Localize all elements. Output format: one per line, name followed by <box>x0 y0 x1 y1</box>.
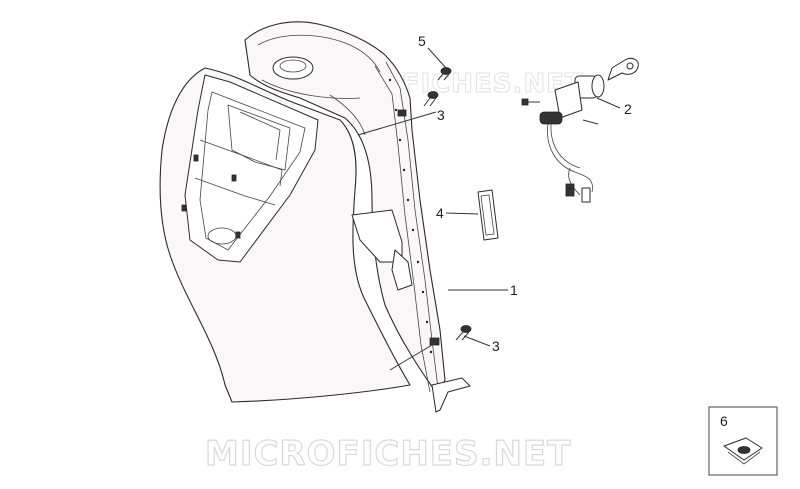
callout-3-upper: 3 <box>437 107 445 123</box>
screw-part-3-upper <box>423 91 439 107</box>
inset-part-6: 6 <box>708 406 778 476</box>
callout-5: 5 <box>418 33 426 49</box>
leader-lines <box>357 47 621 371</box>
callout-3-lower: 3 <box>492 338 500 354</box>
callout-2: 2 <box>624 101 632 117</box>
ignition-lock-part-2 <box>521 57 639 203</box>
watermark-bottom: MICROFICHES.NET <box>205 434 571 474</box>
plate-part-4 <box>477 189 499 241</box>
callout-4: 4 <box>436 205 444 221</box>
leg-shield-part <box>159 21 471 413</box>
callout-1: 1 <box>510 282 518 298</box>
callout-6: 6 <box>720 413 728 429</box>
screw-part-3-lower <box>455 325 472 341</box>
